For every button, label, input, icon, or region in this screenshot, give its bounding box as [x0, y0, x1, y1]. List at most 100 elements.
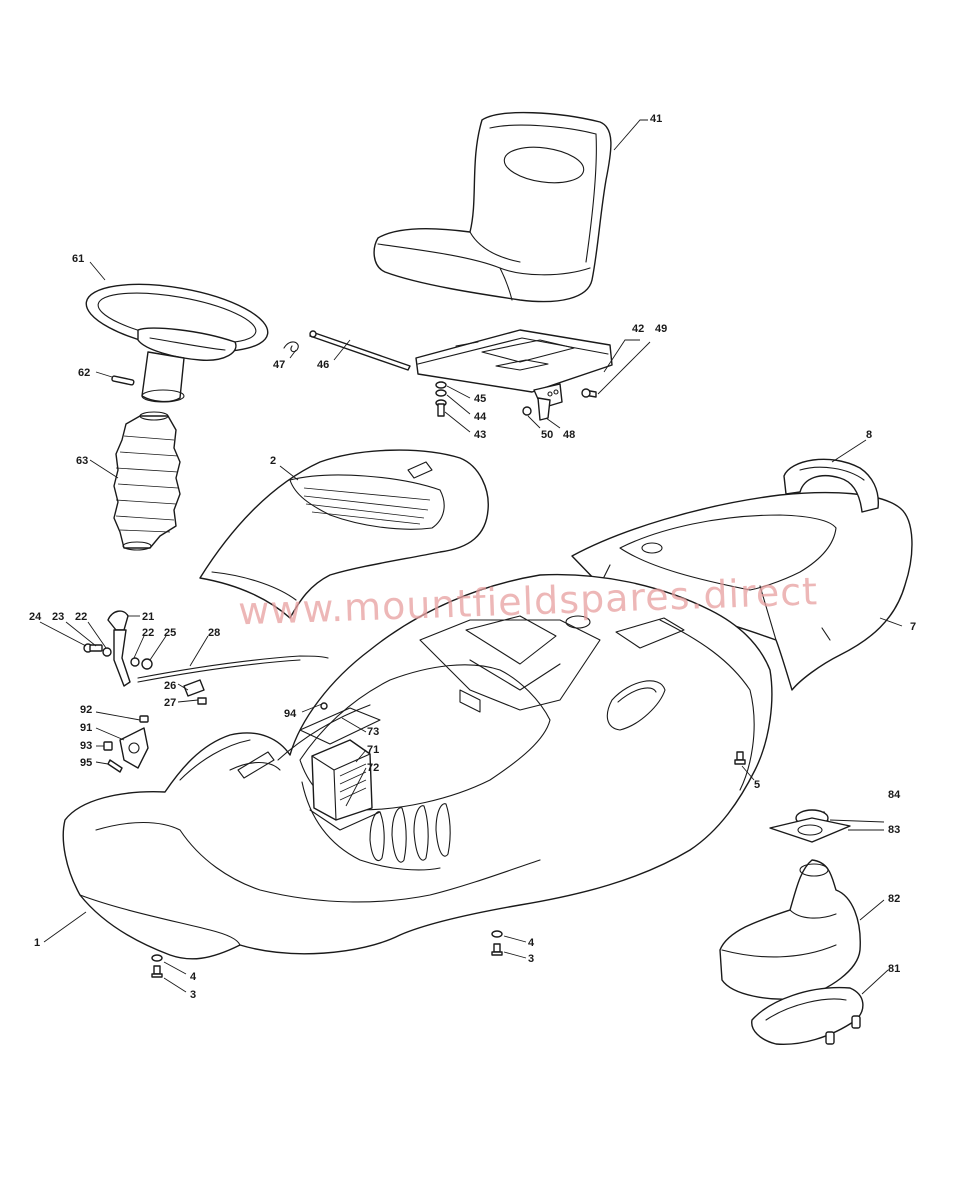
label-22-upper: 22 — [75, 611, 87, 623]
pin — [111, 375, 135, 386]
leader-72 — [345, 767, 367, 807]
steering-wheel — [85, 283, 269, 403]
label-72: 72 — [367, 762, 379, 774]
nut-and-bracket — [522, 397, 551, 421]
label-61: 61 — [72, 253, 84, 265]
label-3-right: 3 — [528, 953, 534, 965]
leader-44 — [446, 394, 471, 415]
label-42: 42 — [632, 323, 644, 335]
label-2: 2 — [270, 455, 276, 467]
label-23: 23 — [52, 611, 64, 623]
lever-assembly — [83, 610, 329, 705]
label-25: 25 — [164, 627, 176, 639]
label-50: 50 — [541, 429, 553, 441]
label-3-left: 3 — [190, 989, 196, 1001]
label-27: 27 — [164, 697, 176, 709]
label-28: 28 — [208, 627, 220, 639]
leader-43 — [444, 411, 471, 433]
steering-bellows — [113, 411, 181, 551]
leader-82 — [859, 899, 885, 921]
label-82: 82 — [888, 893, 900, 905]
label-24: 24 — [29, 611, 42, 623]
leader-49 — [597, 341, 651, 395]
washer-bolt-right — [491, 930, 503, 956]
label-7: 7 — [910, 621, 916, 633]
leader-84 — [829, 819, 885, 823]
leader-46 — [333, 339, 351, 361]
label-22-lower: 22 — [142, 627, 154, 639]
leader-91 — [95, 727, 125, 741]
leader-4b — [503, 935, 527, 943]
label-48: 48 — [563, 429, 575, 441]
leader-23 — [65, 621, 97, 647]
leader-62 — [95, 371, 113, 378]
leader-73 — [341, 717, 367, 733]
seat-plate — [415, 329, 613, 409]
label-92: 92 — [80, 704, 92, 716]
part-labels: 41 61 42 49 47 46 62 45 44 43 50 48 63 2… — [29, 113, 916, 1001]
leader-61 — [89, 261, 106, 281]
leader-3a — [163, 977, 187, 993]
leader-24 — [39, 621, 87, 647]
seat — [373, 111, 612, 303]
label-47: 47 — [273, 359, 285, 371]
rod-clip — [283, 341, 299, 353]
label-94: 94 — [284, 708, 297, 720]
bolt — [581, 388, 597, 398]
label-44: 44 — [474, 411, 487, 423]
leader-7 — [879, 617, 903, 627]
rear-handle — [783, 458, 879, 513]
leader-48 — [545, 417, 561, 429]
dash-cover — [199, 449, 489, 619]
main-body — [62, 573, 773, 960]
leader-63 — [89, 459, 119, 479]
leader-1 — [43, 911, 87, 943]
leader-2 — [279, 465, 299, 481]
leader-28 — [189, 635, 209, 667]
label-73: 73 — [367, 726, 379, 738]
label-84: 84 — [888, 789, 901, 801]
label-91: 91 — [80, 722, 92, 734]
label-62: 62 — [78, 367, 90, 379]
leader-94 — [301, 703, 323, 713]
label-5: 5 — [754, 779, 760, 791]
leader-42 — [603, 339, 640, 373]
seat-rod — [309, 330, 411, 371]
leader-27 — [177, 699, 199, 703]
bolt-5 — [734, 751, 746, 765]
label-26: 26 — [164, 680, 176, 692]
label-21: 21 — [142, 611, 154, 623]
label-63: 63 — [76, 455, 88, 467]
label-4-left: 4 — [190, 971, 197, 983]
tank-bracket — [769, 817, 851, 843]
label-71: 71 — [367, 744, 379, 756]
leader-45 — [446, 385, 471, 399]
label-45: 45 — [474, 393, 486, 405]
label-95: 95 — [80, 757, 92, 769]
leader-47 — [289, 349, 297, 359]
leader-8 — [831, 439, 867, 463]
label-93: 93 — [80, 740, 92, 752]
leader-92 — [95, 711, 141, 721]
label-1: 1 — [34, 937, 40, 949]
label-8: 8 — [866, 429, 872, 441]
washer-stack — [435, 381, 447, 417]
label-49: 49 — [655, 323, 667, 335]
washer-bolt-left — [151, 954, 163, 978]
label-46: 46 — [317, 359, 329, 371]
leader-25 — [149, 635, 167, 661]
leader-95 — [95, 761, 109, 765]
leader-50 — [527, 415, 541, 429]
label-83: 83 — [888, 824, 900, 836]
leader-71 — [355, 749, 367, 763]
label-4-right: 4 — [528, 937, 535, 949]
leader-4a — [163, 961, 187, 975]
battery-group — [277, 702, 381, 831]
label-41: 41 — [650, 113, 662, 125]
tank-tray — [751, 986, 864, 1045]
leader-3b — [503, 951, 527, 959]
leader-5 — [741, 765, 755, 781]
key-switch — [103, 715, 149, 773]
leader-81 — [861, 969, 889, 995]
